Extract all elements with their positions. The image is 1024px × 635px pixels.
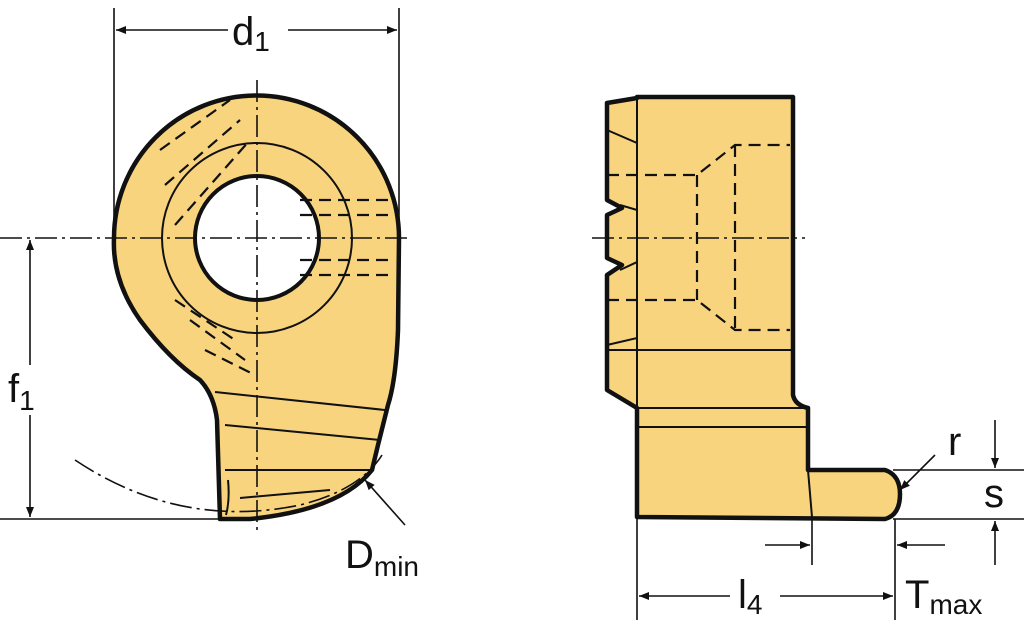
d1-label: d1: [232, 10, 270, 57]
r-leader: [899, 454, 936, 491]
insert-side-outline: [604, 94, 903, 522]
dmin-arc: [74, 454, 383, 513]
front-view: d1 f1 Dmin: [0, 8, 419, 582]
r-label: r: [948, 420, 961, 464]
hidden-lines: [159, 99, 395, 376]
l4-label: l4: [738, 573, 762, 620]
s-label: s: [984, 472, 1004, 516]
side-view: s r Tmax l4: [592, 94, 1024, 620]
chip-breaker-lines: [214, 391, 386, 516]
centerlines: [0, 80, 412, 530]
dmin-label: Dmin: [345, 533, 419, 582]
f1-label: f1: [8, 367, 35, 416]
tmax-label: Tmax: [905, 573, 982, 620]
dmin-leader: [364, 479, 406, 526]
